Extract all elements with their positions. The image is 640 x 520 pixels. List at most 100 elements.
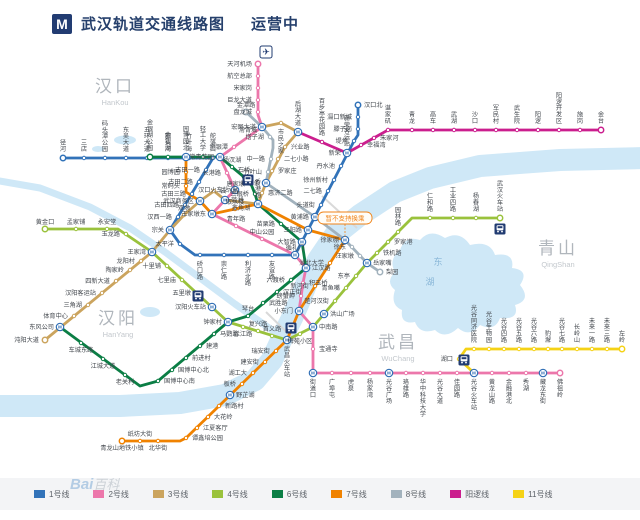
station-label: 谭鑫培公园 bbox=[192, 434, 223, 442]
station-label: 巨龙大道 bbox=[227, 96, 252, 104]
station-dot bbox=[312, 283, 318, 289]
metro-logo-glyph: M bbox=[293, 253, 297, 258]
station-dot bbox=[297, 331, 303, 337]
metro-logo-glyph: M bbox=[233, 188, 237, 193]
station-dot bbox=[371, 135, 377, 141]
station-dot bbox=[329, 370, 335, 376]
station-label: 马鹦路 bbox=[220, 330, 239, 338]
station-dot bbox=[155, 378, 161, 384]
station-label: 罗家港 bbox=[394, 238, 413, 246]
station-dot bbox=[355, 114, 361, 120]
station-dot bbox=[409, 127, 415, 133]
station-label: 孟家铺 bbox=[67, 218, 86, 226]
station-dot bbox=[240, 324, 246, 330]
station-label: 四新大道 bbox=[85, 277, 110, 285]
legend-color-swatch bbox=[34, 490, 45, 498]
interchange-station-dot bbox=[308, 368, 318, 378]
station-dot bbox=[104, 226, 110, 232]
interchange-station-dot bbox=[181, 152, 191, 162]
station-label: 琴台 bbox=[242, 305, 254, 313]
metro-logo-glyph: M bbox=[313, 215, 317, 220]
station-dot bbox=[357, 253, 363, 259]
station-dot bbox=[589, 346, 595, 352]
station-label: 友谊路 bbox=[269, 260, 276, 281]
interchange-station-dot bbox=[220, 195, 230, 205]
metro-logo-glyph: M bbox=[168, 228, 172, 233]
station-dot bbox=[245, 313, 251, 319]
page-title: 武汉轨道交通线路图 bbox=[81, 16, 226, 33]
station-label: 豹澥 bbox=[545, 330, 551, 344]
station-dot bbox=[574, 346, 580, 352]
station-dot bbox=[183, 355, 189, 361]
station-dot bbox=[224, 170, 230, 176]
station-label: 江夏客厅 bbox=[203, 424, 228, 432]
station-label: 老关村 bbox=[116, 378, 135, 386]
terminus-station-dot bbox=[254, 60, 262, 68]
station-dot bbox=[175, 214, 181, 220]
district-label: 武昌 bbox=[378, 333, 418, 352]
metro-logo-glyph: M bbox=[365, 261, 369, 266]
station-label: 径河 bbox=[60, 139, 66, 153]
station-label: 十里铺 bbox=[142, 262, 161, 270]
station-label: 兴业路 bbox=[291, 143, 310, 151]
station-label: 宗关 bbox=[152, 226, 164, 234]
legend-item-2号线: 2号线 bbox=[93, 489, 129, 500]
station-label: 湖北大学 bbox=[299, 259, 324, 267]
station-label: 硚口路 bbox=[197, 261, 204, 281]
station-label: 塔子湖 bbox=[245, 133, 264, 141]
terminus-station-dot bbox=[496, 214, 504, 222]
station-label: 汉阳客运站 bbox=[65, 289, 96, 297]
station-dot bbox=[196, 179, 202, 185]
station-dot bbox=[181, 212, 187, 218]
station-label: 未来三路 bbox=[604, 317, 611, 344]
terminus-station-dot bbox=[376, 268, 384, 276]
station-dot bbox=[73, 226, 79, 232]
district-label-en: HanKou bbox=[101, 98, 128, 107]
station-label: 新河街 bbox=[290, 282, 309, 290]
legend-label: 4号线 bbox=[227, 489, 248, 499]
station-label: 青鱼嘴 bbox=[321, 284, 340, 292]
legend-item-11号线: 11号线 bbox=[513, 489, 552, 500]
station-label: 苗栗路 bbox=[256, 220, 275, 228]
station-label: 长岭山 bbox=[574, 323, 580, 344]
transfer-note-badge bbox=[317, 211, 373, 225]
station-label: 幸福湾 bbox=[367, 141, 386, 149]
terminus-station-dot bbox=[242, 108, 250, 116]
station-dot bbox=[102, 155, 108, 161]
legend-label: 8号线 bbox=[405, 489, 427, 499]
terminus-station-dot bbox=[597, 126, 605, 134]
station-dot bbox=[514, 127, 520, 133]
station-label: 左岭 bbox=[619, 330, 625, 344]
station-dot bbox=[269, 168, 275, 174]
station-label: 东吴大道 bbox=[123, 126, 129, 153]
station-dot bbox=[164, 263, 170, 269]
han-river bbox=[0, 177, 290, 344]
station-dot bbox=[300, 280, 306, 286]
station-dot bbox=[577, 127, 583, 133]
metro-logo-glyph: M bbox=[300, 240, 304, 245]
train-station-icon bbox=[285, 322, 297, 334]
interchange-station-dot bbox=[195, 196, 205, 206]
station-label: 三眼桥 bbox=[230, 190, 249, 198]
station-label: 虎泉 bbox=[348, 378, 354, 392]
airport-icon bbox=[259, 45, 273, 59]
station-dot bbox=[473, 215, 479, 221]
legend-item-1号线: 1号线 bbox=[34, 489, 69, 500]
station-label: 工业四路 bbox=[450, 187, 457, 213]
station-label: 三阳路 bbox=[283, 226, 302, 234]
station-dot bbox=[268, 156, 274, 162]
metro-logo-glyph: M bbox=[472, 371, 476, 376]
interchange-station-dot bbox=[207, 302, 217, 312]
legend-item-8号线: 8号线 bbox=[390, 489, 427, 500]
station-label: 常青花园 bbox=[189, 153, 214, 161]
station-dot bbox=[489, 370, 495, 376]
station-dot bbox=[471, 346, 477, 352]
station-label: 光谷五路 bbox=[516, 317, 523, 344]
interchange-station-dot bbox=[469, 368, 479, 378]
station-dot bbox=[427, 215, 433, 221]
station-label: 太平洋 bbox=[155, 240, 174, 248]
station-label: 惠济二路 bbox=[268, 189, 294, 197]
station-label: 青年路 bbox=[227, 215, 246, 223]
interchange-station-dot bbox=[223, 317, 233, 327]
station-label: 藏龙东街 bbox=[540, 378, 546, 405]
